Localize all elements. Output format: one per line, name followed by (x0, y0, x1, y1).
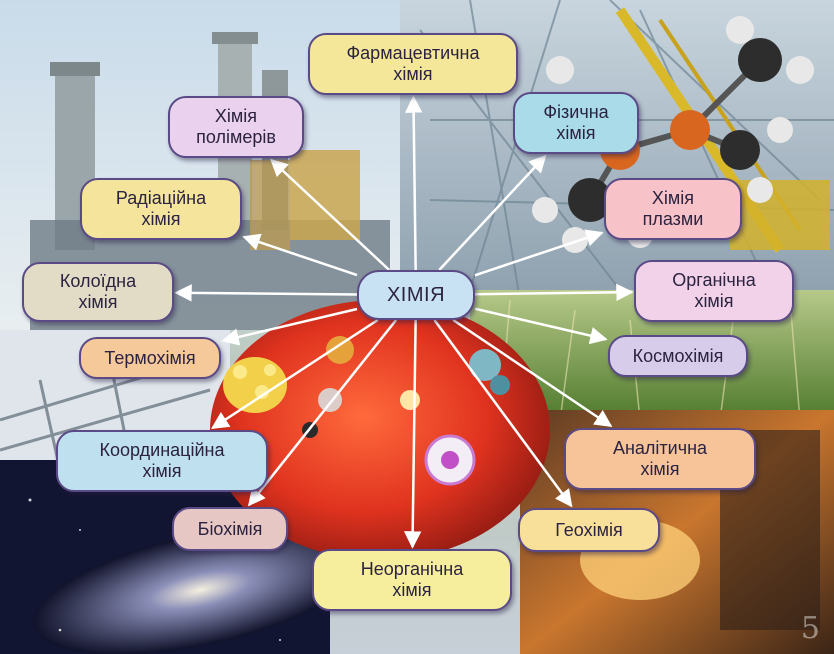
branch-analytical-chemistry: Аналітична хімія (564, 428, 756, 490)
branch-physical-chemistry: Фізична хімія (513, 92, 639, 154)
branch-coordination-chemistry: Координаційна хімія (56, 430, 268, 492)
branch-colloid-chemistry: Колоїдна хімія (22, 262, 174, 322)
branch-pharmaceutical-chemistry: Фармацевтична хімія (308, 33, 518, 95)
branch-organic-chemistry: Органічна хімія (634, 260, 794, 322)
galaxy (33, 525, 367, 654)
center-node-chemistry: ХІМІЯ (357, 270, 475, 320)
branch-polymer-chemistry: Хімія полімерів (168, 96, 304, 158)
branch-inorganic-chemistry: Неорганічна хімія (312, 549, 512, 611)
page-number: 5 (800, 611, 820, 646)
branch-geochemistry: Геохімія (518, 508, 660, 552)
branch-thermochemistry: Термохімія (79, 337, 221, 379)
branch-cosmochemistry: Космохімія (608, 335, 748, 377)
branch-radiation-chemistry: Радіаційна хімія (80, 178, 242, 240)
branch-plasma-chemistry: Хімія плазми (604, 178, 742, 240)
branch-biochemistry: Біохімія (172, 507, 288, 551)
